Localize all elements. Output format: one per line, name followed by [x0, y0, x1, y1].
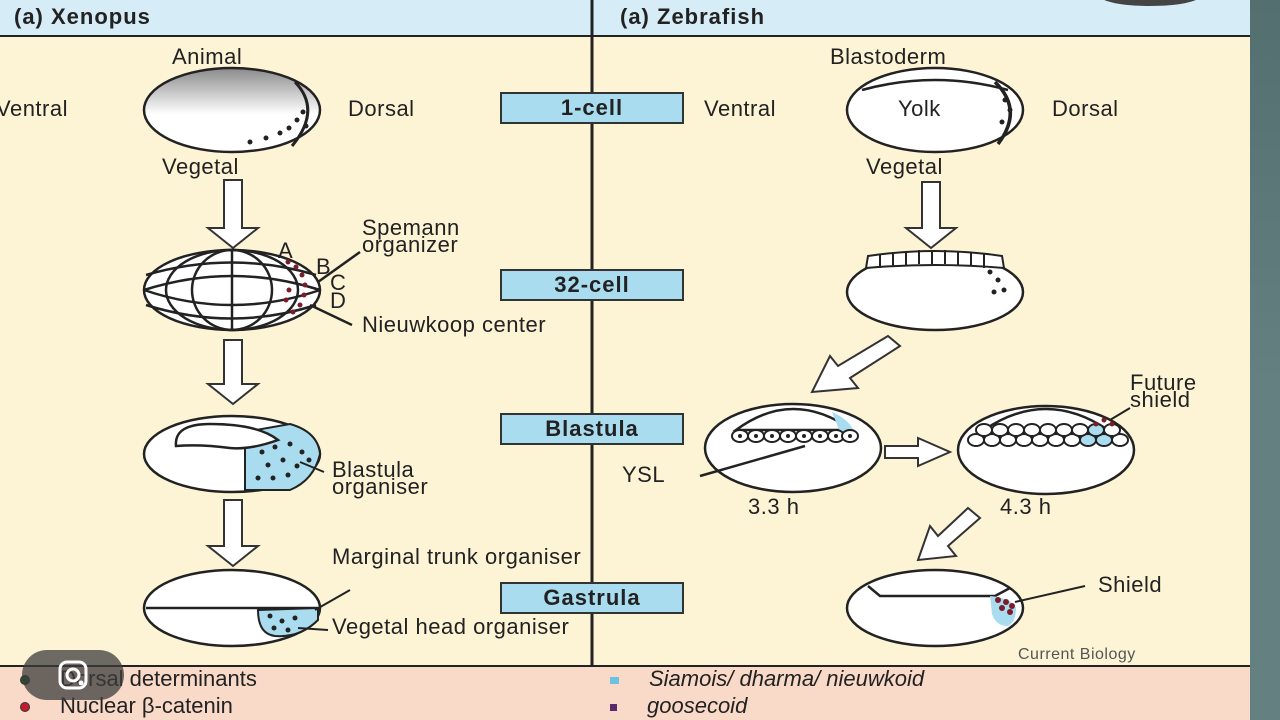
legend-siamois: Siamois/ dharma/ nieuwkoid: [610, 666, 924, 692]
xen-blastula-organiser: Blastula organiser: [332, 457, 429, 499]
header-band: [0, 0, 1250, 36]
xen-letter-b: B: [316, 254, 332, 279]
xenopus-gastrula: [142, 568, 351, 648]
zf-time-3-3: 3.3 h: [748, 494, 800, 519]
xen-letter-c: C: [330, 270, 347, 295]
zf-yolk: Yolk: [898, 96, 941, 121]
legend-swatch: [20, 702, 30, 713]
stage-1-cell: 1-cell: [500, 92, 684, 124]
stage-32-cell: 32-cell: [500, 269, 684, 301]
zf-time-4-3: 4.3 h: [1000, 494, 1052, 519]
legend-band: [0, 666, 1250, 720]
xen-vegetal: Vegetal: [162, 154, 239, 179]
zf-ventral: Ventral: [704, 96, 776, 121]
zebrafish-1cell-egg: [845, 66, 1025, 154]
xen-spemann: Spemann organizer: [362, 215, 460, 257]
spemann-pointer: [317, 250, 361, 284]
google-lens-icon[interactable]: [22, 650, 124, 700]
legend-swatch: [610, 676, 619, 684]
zebrafish-4-3h-embryo: [956, 404, 1136, 496]
xenopus-1cell-egg: [142, 66, 322, 154]
xenopus-32cell-embryo: [142, 248, 322, 332]
zebrafish-shield-embryo: [845, 568, 1086, 648]
xen-letter-d: D: [330, 288, 347, 313]
xenopus-header: (a) Xenopus: [14, 4, 151, 29]
stage-blastula: Blastula: [500, 413, 684, 445]
zebrafish-header: (a) Zebrafish: [620, 4, 766, 29]
xen-nieuwkoop: Nieuwkoop center: [362, 312, 547, 337]
zf-shield: Shield: [1098, 572, 1163, 597]
xenopus-arrow-2: [205, 339, 261, 406]
zebrafish-3-3h-embryo: [699, 402, 883, 494]
xen-marginal-trunk: Marginal trunk organiser: [332, 544, 582, 569]
xen-dorsal: Dorsal: [348, 96, 415, 121]
zebrafish-arrow-2: [810, 334, 902, 394]
legend-swatch: [610, 703, 617, 711]
zf-vegetal: Vegetal: [866, 154, 943, 179]
zf-future-shield: Future shield: [1130, 370, 1197, 412]
google-lens-icon-glyph: [58, 660, 88, 690]
stage-gastrula: Gastrula: [500, 582, 684, 614]
xen-letter-a: A: [278, 238, 294, 263]
zebrafish-arrow-4: [916, 506, 982, 562]
xenopus-arrow-3: [205, 499, 261, 568]
xenopus-arrow-1: [205, 179, 261, 250]
xen-animal: Animal: [172, 44, 243, 69]
zf-ysl: YSL: [622, 462, 666, 487]
credit-text: Current Biology: [1018, 646, 1136, 663]
zf-blastoderm: Blastoderm: [830, 44, 947, 69]
xen-vegetal-head: Vegetal head organiser: [332, 614, 570, 639]
zebrafish-arrow-1: [903, 181, 959, 250]
zebrafish-arrow-3: [884, 436, 953, 468]
xenopus-blastula: [142, 414, 325, 494]
nieuwkoop-pointer: [309, 303, 353, 327]
xen-ventral: Ventral: [0, 96, 68, 121]
zf-dorsal: Dorsal: [1052, 96, 1119, 121]
zebrafish-32cell: [845, 250, 1025, 332]
legend-goosecoid: goosecoid: [610, 693, 747, 719]
